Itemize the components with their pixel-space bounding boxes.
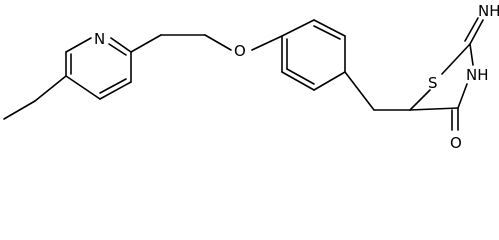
ether-oxygen-label: O [234, 42, 246, 60]
pyridine-nitrogen-label: N [94, 30, 105, 48]
bond [65, 75, 101, 100]
bond [469, 43, 474, 66]
ring-sulfur-label: S [428, 74, 438, 92]
bond [441, 43, 471, 75]
bond [313, 19, 346, 37]
bond [108, 43, 127, 56]
carbonyl-oxygen-label: O [450, 134, 462, 152]
thiazolidinone-ring [409, 17, 484, 131]
bond [344, 71, 375, 111]
imine-nh-label: NH [478, 2, 499, 20]
bond [409, 89, 431, 111]
bond [286, 68, 315, 85]
bond [464, 17, 479, 42]
chemical-structure-figure: N O S NH NH O [3, 2, 499, 152]
ring-nh-label: NH [466, 66, 489, 84]
pyridine-ring [65, 37, 132, 100]
bond [34, 75, 67, 102]
bond [65, 37, 92, 53]
bond [313, 71, 346, 91]
bond [99, 78, 127, 94]
bond [281, 19, 315, 37]
bond [99, 81, 132, 100]
structure-drawing: N O S NH NH O [3, 2, 499, 152]
methylene-bridge [344, 71, 411, 111]
bond [3, 100, 36, 120]
bond [469, 19, 484, 45]
bond [204, 34, 232, 51]
bond [457, 83, 468, 109]
ethyl-group [3, 75, 67, 120]
bond [281, 71, 315, 91]
bond [313, 25, 341, 40]
bond [251, 35, 283, 51]
ethoxy-linker [130, 34, 283, 53]
bond [130, 34, 162, 53]
bond [110, 37, 132, 53]
bond [409, 107, 459, 111]
benzene-ring [281, 19, 346, 91]
